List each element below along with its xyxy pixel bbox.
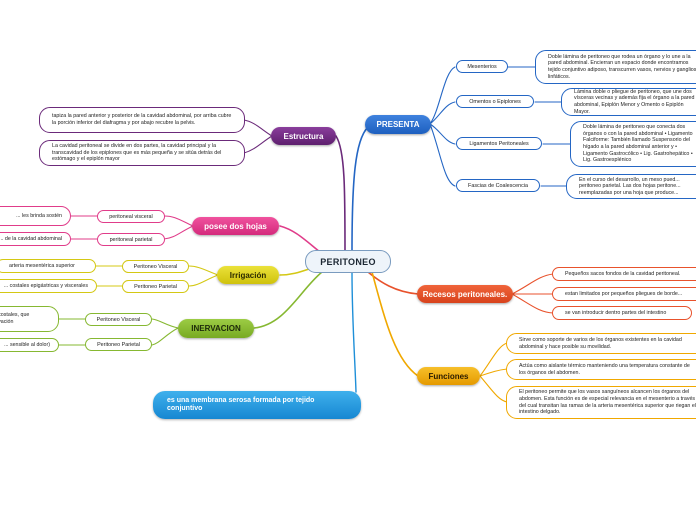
hojas-item-visceral[interactable]: peritoneal visceral <box>97 210 165 223</box>
recesos-detail-3: se van introducir dentro partes del inte… <box>552 306 692 320</box>
hojas-item-parietal[interactable]: peritoneal parietal <box>97 233 165 246</box>
presenta-item-ligamentos[interactable]: Ligamentos Peritoneales <box>456 137 542 150</box>
presenta-detail-fascias: En el curso del desarrollo, un meso pued… <box>566 174 696 199</box>
central-topic[interactable]: PERITONEO <box>305 250 391 273</box>
presenta-detail-mesenterios: Doble lámina de peritoneo que rodea un ó… <box>535 50 696 84</box>
presenta-item-mesenterios[interactable]: Mesenterios <box>456 60 508 73</box>
branch-presenta[interactable]: PRESENTA <box>365 115 431 134</box>
estructura-detail-2: La cavidad peritoneal se divide en dos p… <box>39 140 245 166</box>
estructura-detail-1: tapiza la pared anterior y posterior de … <box>39 107 245 133</box>
link-recesos <box>367 271 419 295</box>
inervacion-item-visceral[interactable]: Peritoneo Visceral <box>85 313 152 326</box>
link-estructura <box>335 135 346 253</box>
link-floating <box>351 271 357 393</box>
presenta-item-omentos[interactable]: Omentos o Epiplones <box>456 95 534 108</box>
irrigacion-item-parietal[interactable]: Peritoneo Parietal <box>122 280 189 293</box>
link-hojas <box>279 225 321 253</box>
link-inervacion <box>253 271 323 329</box>
funciones-detail-1: Sirve como soporte de varios de los órga… <box>506 333 696 354</box>
branch-posee-dos-hojas[interactable]: posee dos hojas <box>192 217 279 235</box>
branch-estructura[interactable]: Estructura <box>271 127 336 145</box>
inervacion-detail-parietal: ... sensible al dolor) <box>0 338 59 352</box>
presenta-detail-ligamentos: Doble lámina de peritoneo que conecta do… <box>570 121 696 167</box>
presenta-item-fascias[interactable]: Fascias de Coalescencia <box>456 179 540 192</box>
branch-recesos[interactable]: Recesos peritoneales. <box>417 285 513 303</box>
link-funciones <box>371 271 419 377</box>
presenta-detail-omentos: Lámina doble o pliegue de peritoneo, que… <box>561 88 696 116</box>
recesos-detail-2: estan limitados por pequeños pliegues de… <box>552 287 696 301</box>
funciones-detail-2: Actúa como aislante térmico manteniendo … <box>506 359 696 380</box>
irrigacion-detail-parietal: ... costales epigástricas y viscerales <box>0 279 97 293</box>
recesos-detail-1: Pequeños sacos fondos de la cavidad peri… <box>552 267 696 281</box>
inervacion-item-parietal[interactable]: Peritoneo Parietal <box>85 338 152 351</box>
branch-inervacion[interactable]: INERVACION <box>178 319 254 338</box>
hojas-detail-visceral: ... les brinda sostén <box>0 206 71 226</box>
irrigacion-detail-visceral: arteria mesentérica superior <box>0 259 96 273</box>
floating-topic[interactable]: es una membrana serosa formada por tejid… <box>153 391 361 419</box>
funciones-detail-3: El peritoneo permite que los vasos sangu… <box>506 386 696 419</box>
hojas-detail-parietal: ... de la cavidad abdominal <box>0 232 71 246</box>
link-presenta <box>351 126 369 253</box>
branch-irrigacion[interactable]: Irrigación <box>217 266 279 284</box>
branch-funciones[interactable]: Funciones <box>417 367 480 385</box>
irrigacion-item-visceral[interactable]: Peritoneo Visceral <box>122 260 189 273</box>
inervacion-detail-visceral: ...ercostales, que ...ervación <box>0 306 59 332</box>
